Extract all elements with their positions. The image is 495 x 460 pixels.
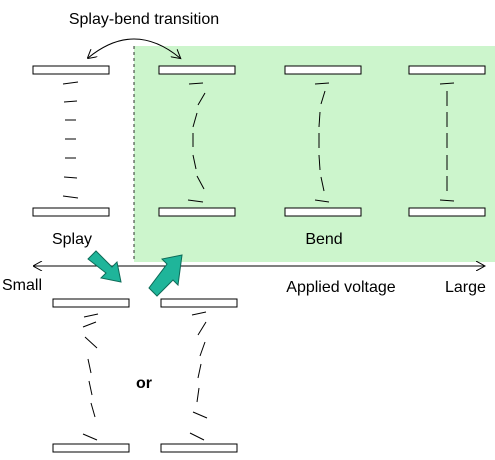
axis-title-label: Applied voltage: [286, 279, 396, 296]
transition-label: Splay-bend transition: [69, 11, 219, 28]
or-label: or: [136, 375, 152, 392]
axis-small-label: Small: [2, 277, 42, 294]
lc-cell-bottom-right: [160, 298, 238, 453]
lc-cell-bottom-left: [52, 298, 130, 453]
lc-cell-bend-3: [408, 65, 486, 217]
down-right-arrow-icon: [87, 250, 122, 283]
curved-double-arrow-icon: [88, 38, 180, 58]
lc-cell-splay: [32, 65, 110, 217]
lc-cell-bend-2: [284, 65, 362, 217]
splay-label: Splay: [52, 231, 92, 248]
up-right-arrow-icon: [148, 254, 183, 297]
bend-label: Bend: [305, 231, 342, 248]
bend-region: [134, 46, 495, 262]
axis-large-label: Large: [445, 279, 486, 296]
lc-cell-bend-1: [158, 65, 236, 217]
